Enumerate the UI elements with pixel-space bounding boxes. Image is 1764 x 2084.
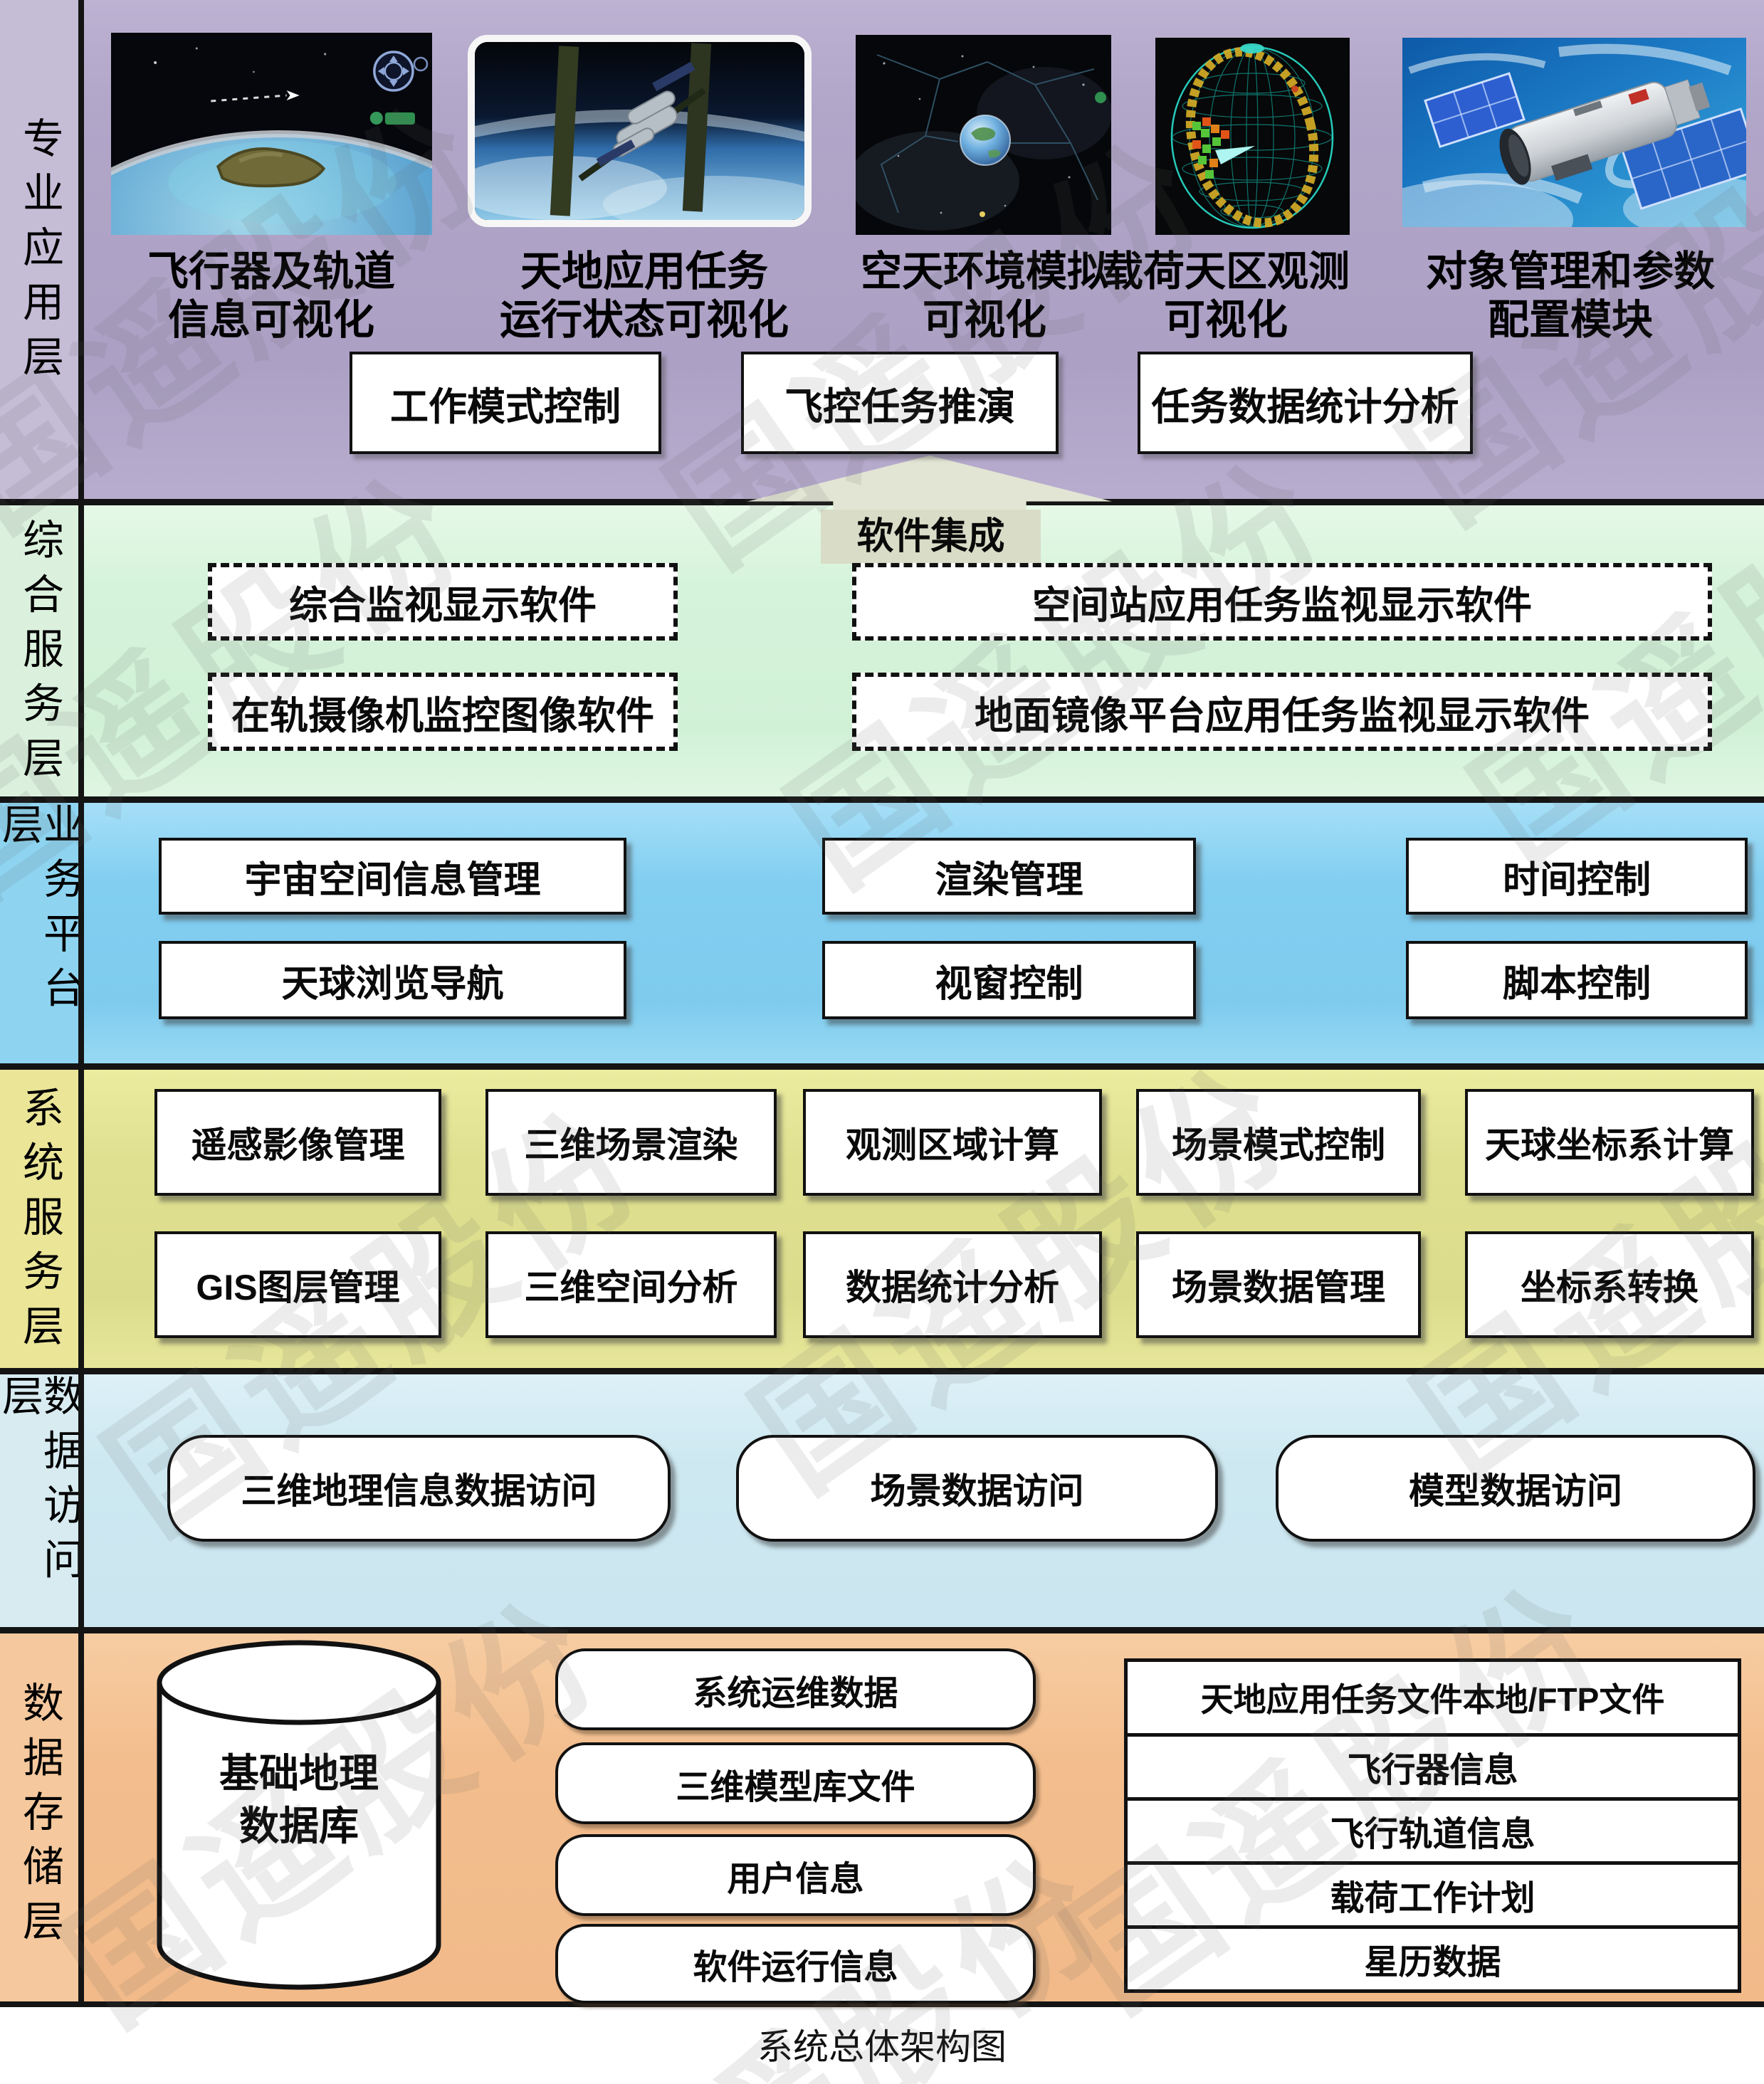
station-mission-monitoring-software-box: 空间站应用任务监视显示软件 — [852, 563, 1712, 641]
flight-control-mission-deduction-box: 飞控任务推演 — [741, 352, 1059, 454]
caption-line: 天地应用任务 — [520, 248, 768, 295]
database-label-line: 数据库 — [239, 1804, 359, 1848]
layer-title: 综合服务层 — [16, 517, 63, 791]
figure-caption: 飞行器及轨道 信息可视化 — [86, 248, 456, 344]
layer-title: 系统服务层 — [16, 1085, 63, 1359]
coordinate-conversion-box: 坐标系转换 — [1465, 1231, 1754, 1338]
celestial-browse-navigation-box: 天球浏览导航 — [159, 941, 626, 1019]
layer-divider-line — [0, 1063, 1764, 1070]
ground-mirror-platform-software-box: 地面镜像平台应用任务监视显示软件 — [852, 673, 1712, 751]
space-environment-thumbnail — [856, 35, 1111, 235]
user-info-box: 用户信息 — [555, 1834, 1036, 1916]
scene-3d-rendering-box: 三维场景渲染 — [485, 1089, 777, 1196]
space-station-thumbnail — [468, 35, 812, 227]
figure-caption: 对象管理和参数 配置模块 — [1385, 248, 1755, 344]
data-statistics-analysis-box: 数据统计分析 — [803, 1231, 1102, 1338]
scene-data-access-box: 场景数据访问 — [736, 1435, 1218, 1542]
figure-caption: 空天环境模拟 可视化 — [849, 248, 1120, 344]
mission-data-statistics-box: 任务数据统计分析 — [1138, 352, 1473, 454]
diagram-title: 系统总体架构图 — [757, 2027, 1007, 2067]
scene-data-management-box: 场景数据管理 — [1136, 1231, 1421, 1338]
mission-file-table-header: 天地应用任务文件本地/FTP文件 — [1200, 1680, 1665, 1718]
software-integration-label: 软件集成 — [821, 510, 1041, 564]
observation-area-calculation-box: 观测区域计算 — [803, 1089, 1102, 1196]
geo-3d-data-access-box: 三维地理信息数据访问 — [167, 1435, 671, 1542]
sidebar-label-business-platform: 业务平台层 — [0, 803, 83, 1070]
layer-divider-line — [0, 1368, 1764, 1374]
viewport-control-box: 视窗控制 — [822, 941, 1196, 1019]
scene-mode-control-box: 场景模式控制 — [1136, 1089, 1421, 1196]
layer-title: 专业应用层 — [16, 116, 63, 389]
caption-line: 运行状态可视化 — [499, 297, 789, 343]
layer-title: 业务平台层 — [0, 803, 83, 1021]
layer-divider-line — [0, 796, 1764, 803]
orbit-visualization-thumbnail — [111, 33, 432, 235]
table-row: 载荷工作计划 — [1128, 1861, 1738, 1925]
space-info-management-box: 宇宙空间信息管理 — [159, 838, 626, 915]
footer-area — [0, 2001, 1764, 2084]
table-row: 星历数据 — [1128, 1925, 1738, 1989]
software-runtime-info-box: 软件运行信息 — [555, 1924, 1036, 2004]
script-control-box: 脚本控制 — [1406, 941, 1748, 1019]
layer-title: 数据访问层 — [0, 1374, 83, 1593]
celestial-coordinate-calculation-box: 天球坐标系计算 — [1465, 1089, 1754, 1196]
spatial-3d-analysis-box: 三维空间分析 — [485, 1231, 777, 1338]
caption-line: 信息可视化 — [167, 297, 374, 343]
layer-title: 数据存储层 — [16, 1681, 63, 1954]
database-label-line: 基础地理 — [219, 1751, 379, 1796]
work-mode-control-box: 工作模式控制 — [350, 352, 661, 454]
integrated-monitoring-software-box: 综合监视显示软件 — [208, 563, 678, 641]
figure-caption: 载荷天区观测 可视化 — [1091, 248, 1361, 344]
layer-divider-line — [0, 1627, 1764, 1633]
caption-line: 可视化 — [1163, 297, 1288, 343]
sidebar-label-professional-application: 专业应用层 — [0, 0, 78, 505]
time-control-box: 时间控制 — [1406, 838, 1748, 915]
sidebar-label-data-storage: 数据存储层 — [0, 1633, 78, 2001]
base-geographic-database-label: 基础地理 数据库 — [153, 1747, 445, 1853]
caption-line: 可视化 — [922, 297, 1046, 343]
remote-sensing-image-management-box: 遥感影像管理 — [154, 1089, 441, 1196]
figure-caption: 天地应用任务 运行状态可视化 — [445, 248, 844, 344]
caption-line: 载荷天区观测 — [1101, 248, 1350, 295]
system-ops-data-box: 系统运维数据 — [555, 1648, 1036, 1730]
table-row: 飞行轨道信息 — [1128, 1796, 1738, 1861]
gis-layer-management-box: GIS图层管理 — [154, 1231, 441, 1338]
sidebar-label-comprehensive-service: 综合服务层 — [0, 505, 78, 803]
caption-line: 飞行器及轨道 — [147, 248, 395, 295]
caption-line: 空天环境模拟 — [860, 248, 1108, 295]
caption-line: 对象管理和参数 — [1425, 248, 1715, 295]
base-geographic-database-cylinder — [153, 1637, 445, 1996]
onorbit-camera-monitoring-software-box: 在轨摄像机监控图像软件 — [208, 673, 678, 751]
model-data-access-box: 模型数据访问 — [1276, 1435, 1755, 1542]
satellite-telescope-thumbnail — [1402, 38, 1746, 227]
sidebar-label-data-access: 数据访问层 — [0, 1374, 83, 1633]
model-library-files-box: 三维模型库文件 — [555, 1742, 1036, 1824]
layer-divider-line — [0, 2001, 1764, 2007]
mission-file-table: 天地应用任务文件本地/FTP文件 飞行器信息 飞行轨道信息 载荷工作计划 星历数… — [1124, 1658, 1741, 1993]
payload-sky-observation-thumbnail — [1155, 38, 1350, 235]
caption-line: 配置模块 — [1487, 297, 1653, 343]
render-management-box: 渲染管理 — [822, 838, 1196, 915]
sidebar-divider-line — [78, 0, 84, 2007]
table-row: 飞行器信息 — [1128, 1732, 1738, 1797]
sidebar-label-system-service: 系统服务层 — [0, 1070, 78, 1374]
